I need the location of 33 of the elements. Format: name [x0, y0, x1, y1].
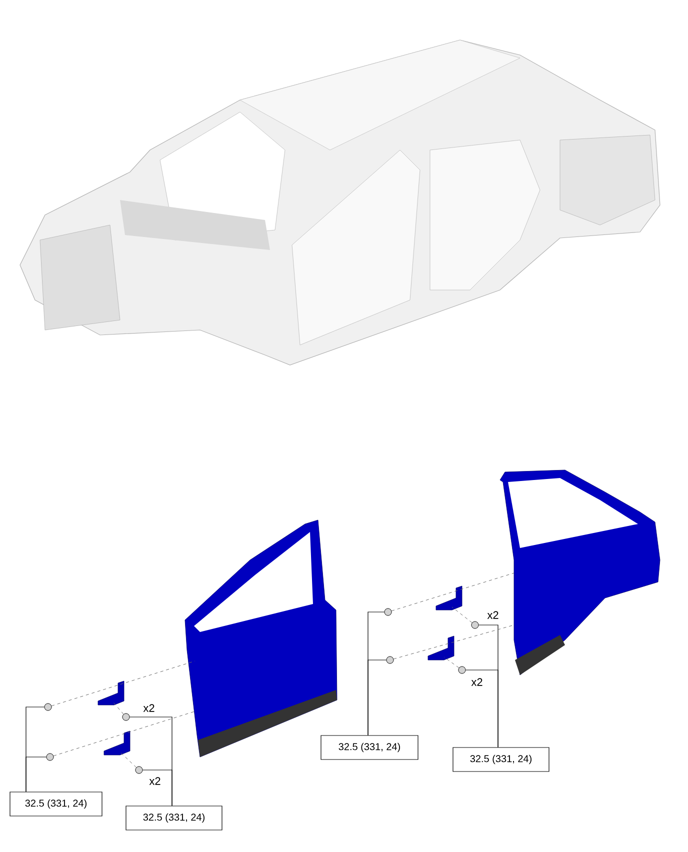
quantity-label: x2	[487, 611, 498, 619]
installation-line	[444, 656, 460, 668]
installation-line	[391, 572, 514, 612]
bolt	[46, 753, 54, 761]
bolt	[384, 608, 392, 616]
installation-line	[120, 752, 137, 768]
door-drawing	[184, 520, 338, 758]
installation-line	[112, 702, 124, 714]
bolt	[386, 656, 394, 664]
door-drawing	[500, 470, 660, 676]
leader-line	[368, 660, 387, 736]
bolt	[122, 713, 130, 721]
hinge-drawing	[98, 680, 124, 706]
bolt	[44, 703, 52, 711]
leader-line	[465, 670, 498, 748]
leader-line	[26, 756, 47, 792]
quantity-label: x2	[143, 704, 154, 712]
hinge-drawing	[436, 586, 462, 610]
bolt	[458, 666, 466, 674]
torque-box: 32.5 (331, 24)	[320, 735, 418, 760]
quantity-label: x2	[149, 777, 160, 785]
hinge-drawing	[428, 636, 454, 660]
torque-box: 32.5 (331, 24)	[452, 747, 550, 772]
installation-line	[452, 606, 472, 623]
torque-box: 32.5 (331, 24)	[126, 806, 222, 830]
quantity-label: x2	[471, 678, 482, 686]
bolt	[471, 621, 479, 629]
installation-line	[51, 660, 196, 706]
bolt	[135, 766, 143, 774]
leader-line	[142, 770, 172, 806]
hinge-drawing	[104, 730, 130, 756]
installation-line	[393, 624, 514, 660]
torque-box: 32.5 (331, 24)	[10, 792, 102, 816]
